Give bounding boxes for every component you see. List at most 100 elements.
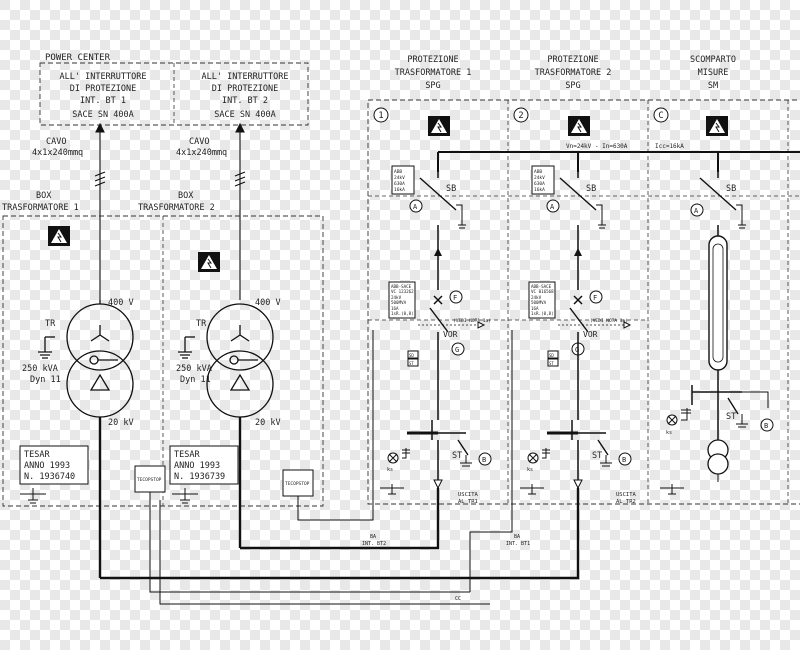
breaker-tag: 500MVA (531, 300, 547, 305)
switch-tag: 630A (534, 181, 545, 187)
marker-a: A (694, 207, 699, 215)
breaker-tag: 16A (531, 306, 539, 311)
breaker-tag: 500MVA (391, 300, 407, 305)
hazard-icon (48, 226, 70, 246)
nameplate-line: N. 1936740 (24, 472, 75, 482)
wire-label: BA (370, 534, 376, 540)
earth-switch-label: ST (592, 451, 602, 461)
vedi-nota: (VEDI NOTA 1a) (453, 318, 491, 324)
relay-tag: SD (549, 353, 554, 358)
marker-g: G (575, 346, 579, 354)
breaker-box-right: ALL' INTERRUTTORE DI PROTEZIONE INT. BT … (202, 72, 289, 120)
breaker-tag: VC 123262 (391, 289, 414, 294)
switch-label: SB (446, 184, 456, 194)
column-2-title: PROTEZIONE (547, 55, 598, 65)
column-number: 1 (378, 111, 383, 121)
power-center-frame (39, 62, 309, 126)
lamp-label: ks (666, 430, 672, 436)
transformer-labels: TR 400 V 250 kVA Dyn 11 20 kV TR 400 V 2… (22, 298, 281, 428)
wiring-labels: BA INT. BT2 BA INT. BT1 CC (362, 534, 530, 602)
marker-b: B (764, 422, 768, 430)
wire-label: INT. BT1 (506, 541, 530, 547)
hazard-icon (568, 116, 590, 136)
cable-labels: CAVO 4x1x240mmq CAVO 4x1x240mmq (32, 137, 227, 158)
nameplate-line: ANNO 1993 (24, 461, 70, 471)
wire-label: INT. BT2 (362, 541, 386, 547)
switch-tag: 16kA (534, 187, 545, 193)
outlet-label: USCITA (458, 492, 479, 498)
box-left-title: BOX (36, 191, 52, 201)
hazard-icon (706, 116, 728, 136)
busbar: Vn=24kV - In=630A Icc=16kA (437, 143, 800, 172)
cable-left-size: 4x1x240mmq (32, 148, 83, 158)
breaker-box-left-line: INT. BT 1 (80, 96, 126, 106)
marker-g: G (455, 346, 459, 354)
transformer-1 (38, 300, 134, 578)
tecopstop-label: TECOPSTOP (285, 481, 310, 487)
low-voltage-label: 400 V (108, 298, 134, 308)
breaker-box-right-line: INT. BT 2 (222, 96, 268, 106)
switch-tag: 24kV (394, 175, 405, 181)
transformer-2 (178, 303, 274, 548)
breaker-tag: 24kV (531, 295, 542, 300)
breaker-box-left-line: SACE SN 400A (72, 110, 133, 120)
switch-tag: ABB (534, 169, 542, 175)
nameplate-line: ANNO 1993 (174, 461, 220, 471)
cable-feeds (94, 122, 246, 300)
switch-tag: ABB (394, 169, 402, 175)
breaker-box-left-line: ALL' INTERRUTTORE (60, 72, 147, 82)
column-number: 2 (518, 111, 523, 121)
relay-tag: ST (549, 361, 554, 366)
marker-a: A (550, 203, 555, 211)
wire-label: BA (514, 534, 520, 540)
fuse-icon (708, 235, 728, 371)
interconnection-wiring (100, 330, 580, 605)
earth-switch-label: ST (726, 412, 736, 422)
column-3-subtitle: MISURE (698, 68, 729, 78)
column-titles: PROTEZIONE TRASFORMATORE 1 SPG PROTEZION… (395, 55, 736, 91)
nameplate-line: TESAR (24, 450, 50, 460)
breaker-tag: ABB-SACE (531, 284, 552, 289)
marker-b: B (622, 456, 626, 464)
hazard-icon (428, 116, 450, 136)
column-number: C (658, 111, 663, 121)
nameplate-right: TESAR ANNO 1993 N. 1936739 (169, 445, 239, 485)
tecopstop-relay-left: TECOPSTOP (134, 465, 166, 500)
rating-label: 250 kVA (22, 364, 58, 374)
box-right-subtitle: TRASFORMATORE 2 (138, 203, 215, 213)
power-center-title: POWER CENTER (45, 53, 111, 63)
box-left-subtitle: TRASFORMATORE 1 (2, 203, 79, 213)
tr-label: TR (196, 319, 207, 329)
high-voltage-label: 20 kV (255, 418, 281, 428)
column-3-equipment: SB A ST B ks (660, 172, 774, 495)
breaker-box-right-line: SACE SN 400A (214, 110, 275, 120)
switch-label: SB (586, 184, 596, 194)
transformer-boxes: BOX TRASFORMATORE 1 BOX TRASFORMATORE 2 (2, 191, 324, 507)
column-2-equipment: ABB 24kV 630A 16kA SB A ABB-SACE VC 0165… (520, 165, 637, 505)
outlet-label: USCITA (616, 492, 637, 498)
low-voltage-label: 400 V (255, 298, 281, 308)
vor-label: VOR (583, 330, 598, 339)
column-1-equipment: ABB 24kV 630A 16kA SB A ABB-SACE VC 1232… (380, 165, 492, 505)
tecopstop-label: TECOPSTOP (137, 477, 162, 483)
column-numbers: 1 2 C (373, 107, 669, 123)
marker-b: B (482, 456, 486, 464)
hazard-icon (198, 252, 220, 272)
switch-tag: 630A (394, 181, 405, 187)
relay-tag: ST (409, 361, 414, 366)
breaker-tag: 16A (391, 306, 399, 311)
vector-group-label: Dyn 11 (180, 375, 211, 385)
lamp-label: ks (527, 467, 533, 473)
switchgear-frame (367, 99, 800, 505)
box-right-title: BOX (178, 191, 194, 201)
marker-f: F (453, 294, 457, 302)
breaker-box-right-line: DI PROTEZIONE (212, 84, 279, 94)
column-1-code: SPG (425, 81, 440, 91)
switch-tag: 16kA (394, 187, 405, 193)
relay-tag: SD (409, 353, 414, 358)
breaker-box-right-line: ALL' INTERRUTTORE (202, 72, 289, 82)
icc-rating: Icc=16kA (655, 143, 684, 150)
nameplate-line: N. 1936739 (174, 472, 225, 482)
